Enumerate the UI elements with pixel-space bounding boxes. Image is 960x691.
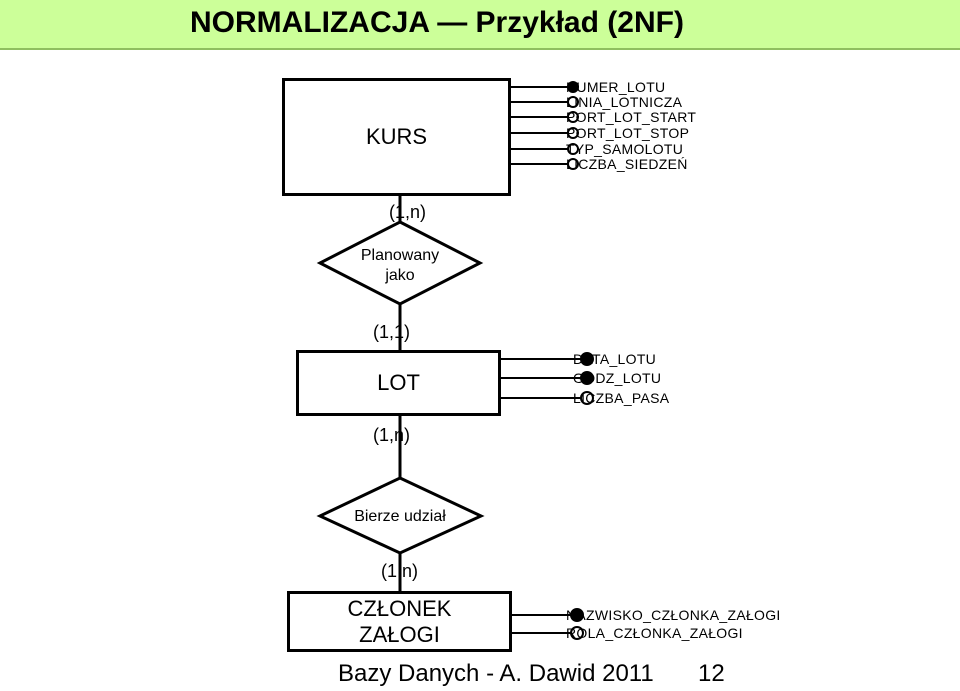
attribute-marker xyxy=(567,96,579,108)
entity-kurs: KURS xyxy=(282,78,511,196)
attribute-label: DATA_LOTU xyxy=(573,351,657,367)
attribute-marker xyxy=(567,127,579,139)
cardinality-kurs-planowany: (1,n) xyxy=(389,202,427,222)
cardinality-lot-planowany: (1,1) xyxy=(373,322,411,342)
attribute-label: PORT_LOT_START xyxy=(566,109,697,125)
attribute-label: PORT_LOT_STOP xyxy=(566,125,690,141)
slide-footer: Bazy Danych - A. Dawid 2011 xyxy=(338,660,654,687)
attribute-label: ROLA_CZŁONKA_ZAŁOGI xyxy=(566,625,743,641)
entity-czlonek-name-line1: CZŁONEK xyxy=(347,595,452,621)
slide-title: NORMALIZACJA — Przykład (2NF) xyxy=(190,6,684,39)
entity-czlonek-zalogi: CZŁONEK ZAŁOGI xyxy=(287,591,512,652)
entity-kurs-name: KURS xyxy=(365,124,428,149)
attribute-label: LICZBA_PASA xyxy=(573,390,670,406)
key-attribute-marker xyxy=(567,81,579,93)
key-attribute-marker xyxy=(580,371,594,385)
attribute-label: NAZWISKO_CZŁONKA_ZAŁOGI xyxy=(566,607,781,623)
page-number: 12 xyxy=(698,660,725,687)
attribute-marker xyxy=(567,143,579,155)
entity-czlonek-name-line2: ZAŁOGI xyxy=(359,621,440,647)
entity-lot: LOT xyxy=(296,350,501,416)
attribute-marker xyxy=(567,158,579,170)
relationship-planowany-label: Planowany jako xyxy=(340,246,460,286)
attribute-label: TYP_SAMOLOTU xyxy=(566,141,684,157)
relationship-planowany-line2: jako xyxy=(385,267,415,284)
key-attribute-marker xyxy=(580,352,594,366)
attribute-label: LINIA_LOTNICZA xyxy=(566,94,683,110)
attribute-label: LICZBA_SIEDZEŃ xyxy=(566,156,688,172)
attribute-marker xyxy=(580,391,594,405)
attribute-marker xyxy=(567,111,579,123)
cardinality-czlonek-bierze: (1,n) xyxy=(381,561,419,581)
key-attribute-marker xyxy=(570,608,584,622)
attribute-label: GODZ_LOTU xyxy=(573,370,662,386)
entity-lot-name: LOT xyxy=(377,370,420,395)
cardinality-lot-bierze: (1,n) xyxy=(373,425,411,445)
relationship-bierze-label: Bierze udział xyxy=(330,507,470,527)
relationship-bierze-text: Bierze udział xyxy=(354,508,446,525)
attribute-label: NUMER_LOTU xyxy=(566,79,666,95)
relationship-planowany-line1: Planowany xyxy=(360,247,440,264)
title-bar: NORMALIZACJA — Przykład (2NF) xyxy=(0,0,960,50)
attribute-marker xyxy=(570,626,584,640)
